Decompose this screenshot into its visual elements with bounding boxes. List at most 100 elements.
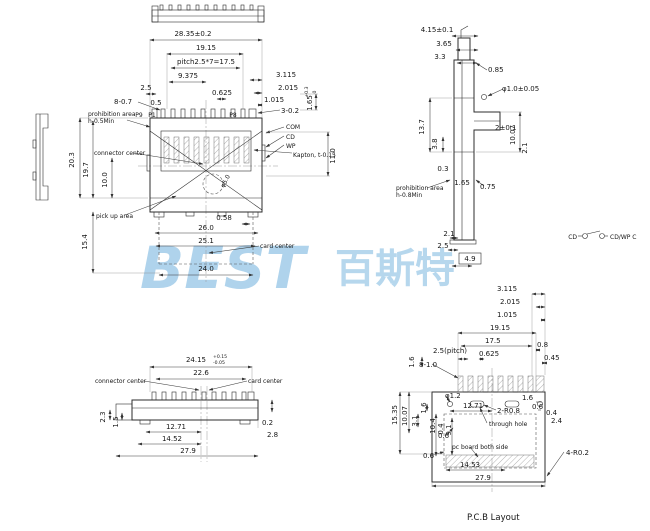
dim-2-5: 2.5 (140, 84, 151, 92)
dim-8-1-0: 8-1.0 (419, 361, 437, 369)
label-com: COM (286, 124, 300, 131)
dim-14-52: 14.52 (162, 435, 182, 443)
dim-0-2: 0.2 (262, 419, 273, 427)
locating-hole-right (537, 401, 543, 407)
dim-24-0: 24.0 (198, 265, 214, 273)
dim-3-3: 3.3 (434, 53, 445, 61)
watermark-cjk-text: 百斯特 (335, 246, 455, 292)
dim-1-65: 1.65 (306, 95, 314, 111)
note-prohibition-area: prohibition area (396, 185, 444, 192)
note-prohibition-height: h-0.5Min (88, 118, 114, 125)
dim-3-115: 3.115 (276, 71, 296, 79)
dim-3-0-2: 3-0.2 (281, 107, 299, 115)
note-card-center: card center (248, 378, 283, 385)
dim-1-6-top: 1.6 (408, 356, 416, 368)
note-card-center: card center (260, 243, 295, 250)
dim-12-71: 12.71 (166, 423, 186, 431)
dim-1-015: 1.015 (264, 96, 284, 104)
dim-0-6-right: 0.6 (532, 403, 544, 411)
dim-2-3: 2.3 (99, 411, 107, 422)
dim-10-07: 10.07 (401, 406, 409, 426)
dim-2-1-right: 2.1 (521, 142, 529, 153)
switch-schematic: CD CD/WP C (568, 230, 636, 241)
dim-12-71: 12.71 (463, 402, 483, 410)
dim-0-5: 0.5 (150, 99, 161, 107)
dim-25-1: 25.1 (198, 237, 214, 245)
dim-2-5: 2.5 (437, 242, 448, 250)
dim-pitch-note: pitch2.5*7=17.5 (177, 58, 235, 66)
pin-label-p1: P1 (148, 112, 156, 119)
note-through-hole: through hole (489, 421, 528, 428)
pcb-layout-view: 3.115 2.015 1.015 19.15 17.5 2.5(pitch) … (391, 285, 589, 523)
dim-2-tol: 2±0.1 (495, 124, 516, 132)
switch-label-cd: CD (568, 234, 577, 241)
dim-9-1: 9.1 (445, 424, 453, 435)
dim-dia-1-2: φ1.2 (445, 392, 461, 400)
top-strip-view (151, 4, 265, 23)
dim-1-65-tol-dn: 0 (312, 90, 318, 93)
dim-0-4-right: 0.4 (546, 409, 558, 417)
dim-27-9: 27.9 (180, 447, 196, 455)
dim-3-1: 3.1 (411, 415, 419, 426)
dim-dia-1-0: φ1.0±0.05 (502, 85, 539, 93)
dim-2-015: 2.015 (500, 298, 520, 306)
note-2-r0-8: 2-R0.8 (497, 407, 520, 415)
dim-dia-5-0: φ5.0 (219, 174, 232, 189)
watermark: BEST 百斯特 (140, 234, 455, 302)
dim-19-7: 19.7 (82, 162, 90, 178)
dim-24-15-tol-dn: -0.05 (213, 360, 225, 366)
dim-22-6: 22.6 (193, 369, 209, 377)
dim-1-65-tol-up: +0.3 (304, 86, 310, 97)
dim-0-6-mid: 0.6 (438, 432, 450, 440)
note-prohibition-height: h-0.8Min (396, 192, 422, 199)
pcb-layout-title: P.C.B Layout (467, 513, 520, 523)
dim-24-15-tol-up: +0.15 (213, 354, 227, 360)
dim-0-625: 0.625 (479, 350, 499, 358)
dim-0-3: 0.3 (437, 165, 448, 173)
dim-1-6-right: 1.6 (522, 394, 534, 402)
pin-label-p9: P9 (135, 112, 143, 119)
dim-20-3: 20.3 (68, 152, 76, 168)
dim-27-9: 27.9 (475, 474, 491, 482)
dim-8-0-7: 8-0.7 (114, 98, 132, 106)
note-connector-center: connector center (95, 378, 147, 385)
dim-3-115: 3.115 (497, 285, 517, 293)
dim-0-6-low: 0.6 (423, 452, 435, 460)
dim-10-07: 10.07 (509, 125, 517, 145)
dim-15-35: 15.35 (391, 405, 399, 425)
note-prohibition-area: prohibition area (88, 111, 136, 118)
dim-10-0: 10.0 (101, 172, 109, 188)
dim-0-85: 0.85 (488, 66, 504, 74)
note-pick-up-area: pick up area (96, 213, 133, 220)
dim-11-0: 11.0 (329, 148, 337, 164)
left-profile-view (32, 113, 49, 201)
pickup-circle (202, 173, 224, 195)
dim-1-6-left: 1.6 (420, 402, 428, 414)
dim-2-8: 2.8 (267, 431, 278, 439)
dim-1-015: 1.015 (497, 311, 517, 319)
dim-15-4: 15.4 (81, 234, 89, 250)
dim-24-15: 24.15 (186, 356, 206, 364)
dim-3-65: 3.65 (436, 40, 452, 48)
dim-2-015: 2.015 (278, 84, 298, 92)
dim-3-8: 3.8 (431, 138, 439, 149)
dim-2-1: 2.1 (443, 230, 454, 238)
pin-label-p8: P8 (229, 112, 237, 119)
front-view: 28.35±0.2 19.15 pitch2.5*7=17.5 9.375 0.… (68, 30, 337, 282)
bottom-view: 24.15 +0.15 -0.05 22.6 connector center … (95, 354, 283, 462)
dim-17-5: 17.5 (485, 337, 501, 345)
locating-hole-left (447, 401, 453, 407)
dim-0-4-left: 0.4 (437, 423, 445, 435)
switch-label-cdwp: CD/WP C (610, 234, 636, 241)
dim-26-0: 26.0 (198, 224, 214, 232)
dim-10-4: 10.4 (429, 418, 437, 434)
dim-4-15: 4.15±0.1 (421, 26, 454, 34)
dim-0-58: 0.58 (216, 214, 232, 222)
dim-19-15: 19.15 (490, 324, 510, 332)
dim-contact-span: 19.15 (196, 44, 216, 52)
label-wp: WP (286, 143, 296, 150)
dim-total-width: 28.35±0.2 (174, 30, 211, 38)
dim-13-7: 13.7 (418, 119, 426, 135)
